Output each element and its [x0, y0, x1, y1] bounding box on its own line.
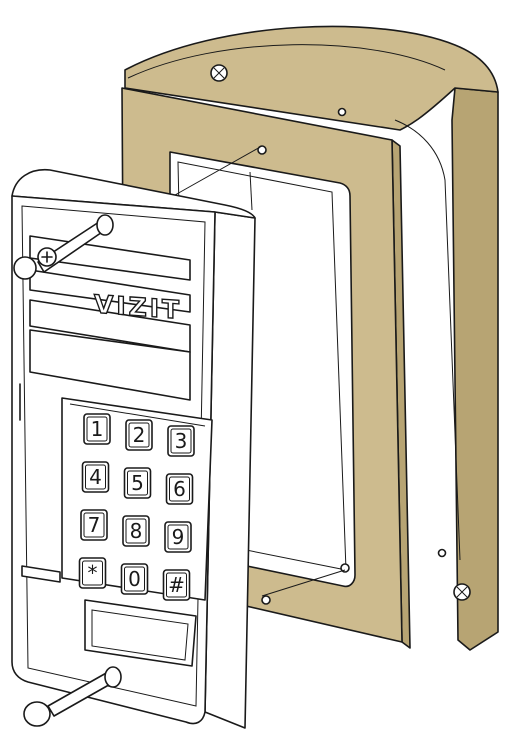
keypad-key-2[interactable]: 2 [125, 419, 153, 451]
keypad-key-label: 5 [131, 471, 144, 495]
screw-icon [210, 64, 228, 82]
keypad-key-label: * [88, 561, 98, 585]
keypad-key-3[interactable]: 3 [167, 425, 195, 457]
keypad-key-star[interactable]: * [78, 557, 107, 589]
keypad-key-label: 8 [130, 519, 143, 543]
keypad-key-4[interactable]: 4 [81, 461, 110, 493]
keypad-key-9[interactable]: 9 [164, 521, 192, 553]
keypad-key-hash[interactable]: # [162, 569, 191, 601]
keypad-key-8[interactable]: 8 [122, 515, 150, 547]
keypad-key-6[interactable]: 6 [165, 473, 194, 505]
keypad-key-label: 1 [91, 417, 104, 441]
keypad-key-label: 3 [175, 429, 188, 453]
keypad-key-5[interactable]: 5 [123, 467, 152, 499]
keypad-key-label: # [168, 573, 185, 597]
brand-logo: VIZIT [94, 290, 182, 325]
keypad: 1 2 3 4 5 6 7 8 9 * 0 # [78, 413, 195, 601]
keypad-key-0[interactable]: 0 [120, 563, 149, 595]
keypad-key-label: 6 [173, 477, 186, 501]
protective-canopy [124, 25, 499, 651]
keypad-key-label: 7 [88, 513, 101, 537]
keypad-key-label: 2 [133, 423, 146, 447]
phillips-screw-head-icon [37, 247, 57, 267]
keypad-key-label: 4 [89, 465, 102, 489]
mounting-frame [121, 87, 411, 649]
keypad-key-label: 9 [172, 525, 185, 549]
keypad-key-7[interactable]: 7 [80, 509, 108, 541]
keypad-key-label: 0 [128, 567, 141, 591]
screw-icon [453, 583, 471, 601]
bolt-icon [23, 666, 122, 727]
keypad-key-1[interactable]: 1 [83, 413, 111, 445]
